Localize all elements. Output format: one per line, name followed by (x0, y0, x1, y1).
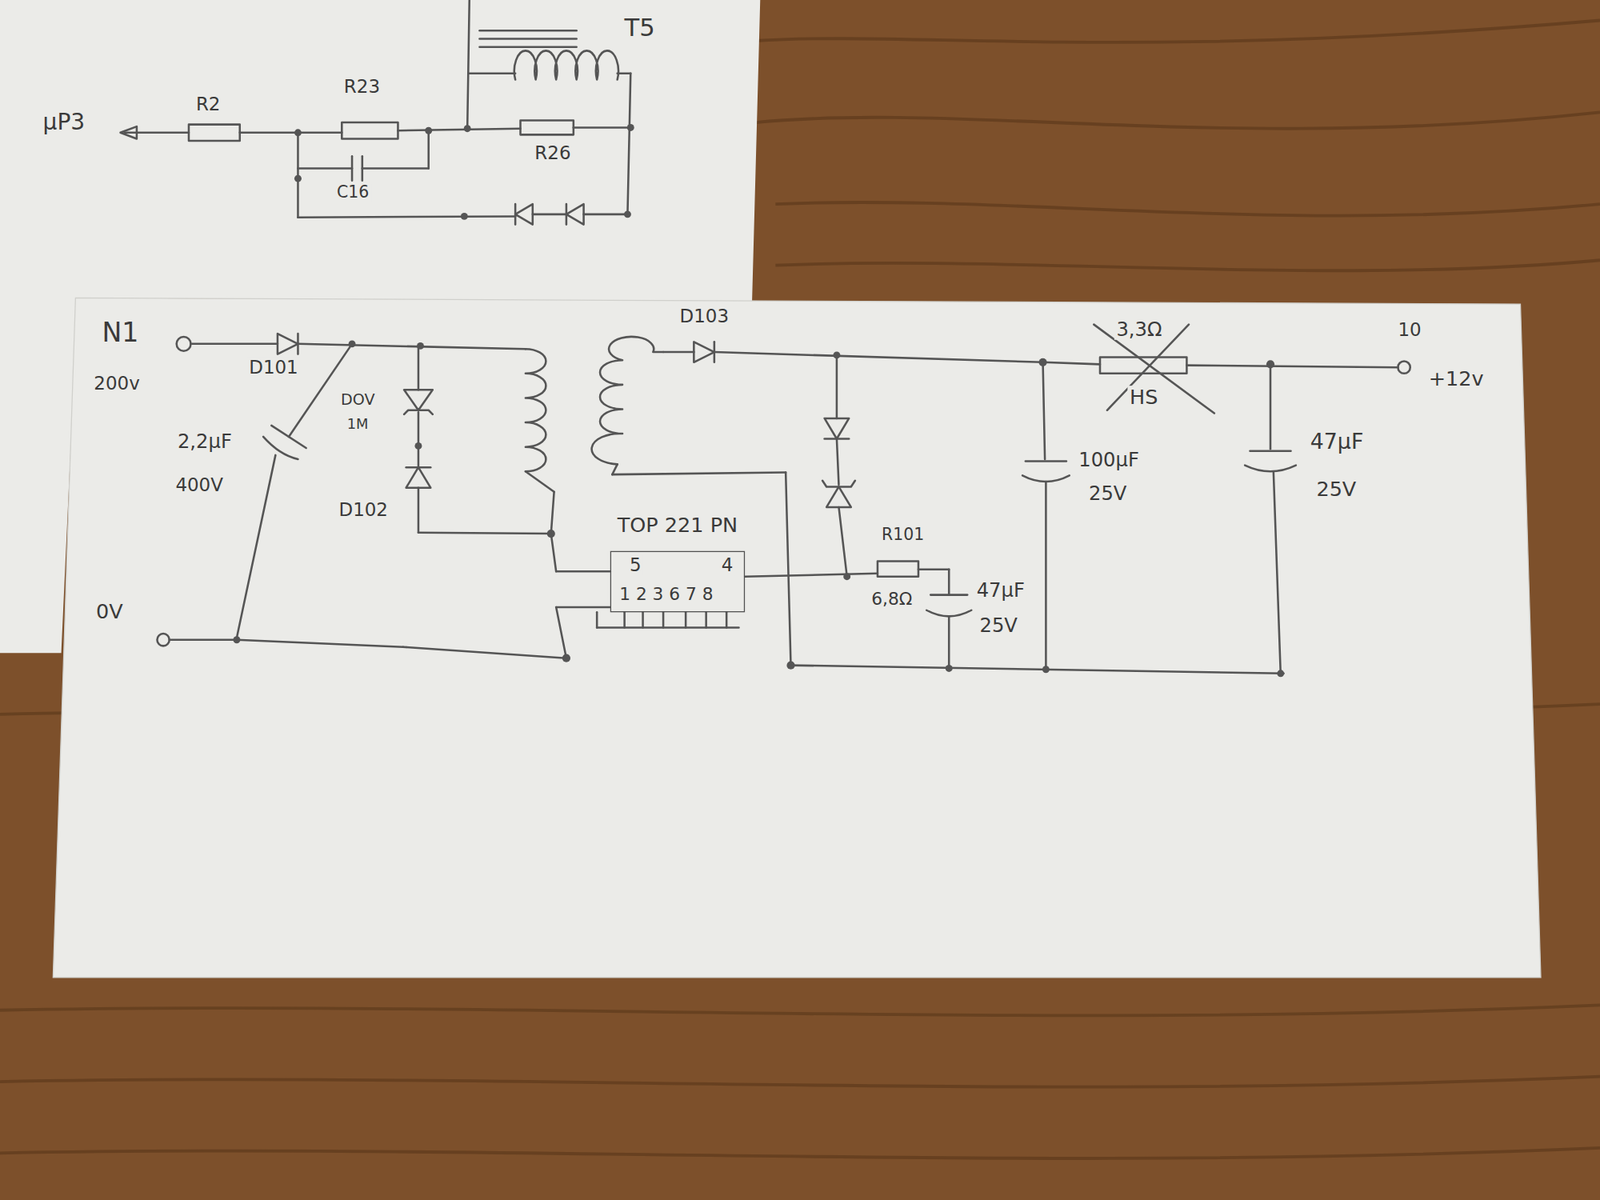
part-label: 25V (1314, 477, 1359, 500)
part-label: 47µF (1308, 430, 1366, 454)
part-label: 2,2µF (175, 430, 234, 452)
part-label: DOV (338, 392, 377, 409)
part-label: T5 (622, 14, 657, 42)
chip-name: TOP 221 PN (615, 513, 740, 536)
part-label: 25V (977, 614, 1020, 636)
part-label: 25V (1086, 482, 1129, 504)
part-label: D102 (336, 500, 391, 520)
part-label: 3,3Ω (1114, 318, 1164, 340)
part-label: 47µF (974, 579, 1027, 601)
part-label: HS (1127, 385, 1160, 408)
pin-number: 4 (719, 555, 736, 576)
part-label: D101 (247, 356, 301, 377)
part-label: C16 (334, 184, 371, 202)
pin-number: 5 (627, 555, 644, 576)
part-label: 400V (173, 474, 226, 495)
part-label: R23 (341, 76, 382, 97)
part-label: D103 (677, 306, 732, 327)
part-label: R101 (879, 525, 926, 544)
ic-package: TOP 221 PN541 2 3 6 7 8 (610, 551, 745, 613)
part-label: N1 (100, 318, 141, 348)
part-label: 10 (1396, 319, 1424, 340)
part-label: +12v (1426, 367, 1486, 390)
part-label: 200v (92, 373, 143, 394)
pin-number: 1 2 3 6 7 8 (617, 584, 716, 604)
part-label: R2 (193, 93, 223, 114)
part-label: 100µF (1076, 448, 1142, 471)
part-label: R26 (532, 143, 573, 164)
part-label: µP3 (40, 110, 88, 136)
part-label: 1M (344, 416, 371, 432)
part-label: 0V (93, 600, 125, 623)
part-label: 6,8Ω (869, 589, 915, 609)
